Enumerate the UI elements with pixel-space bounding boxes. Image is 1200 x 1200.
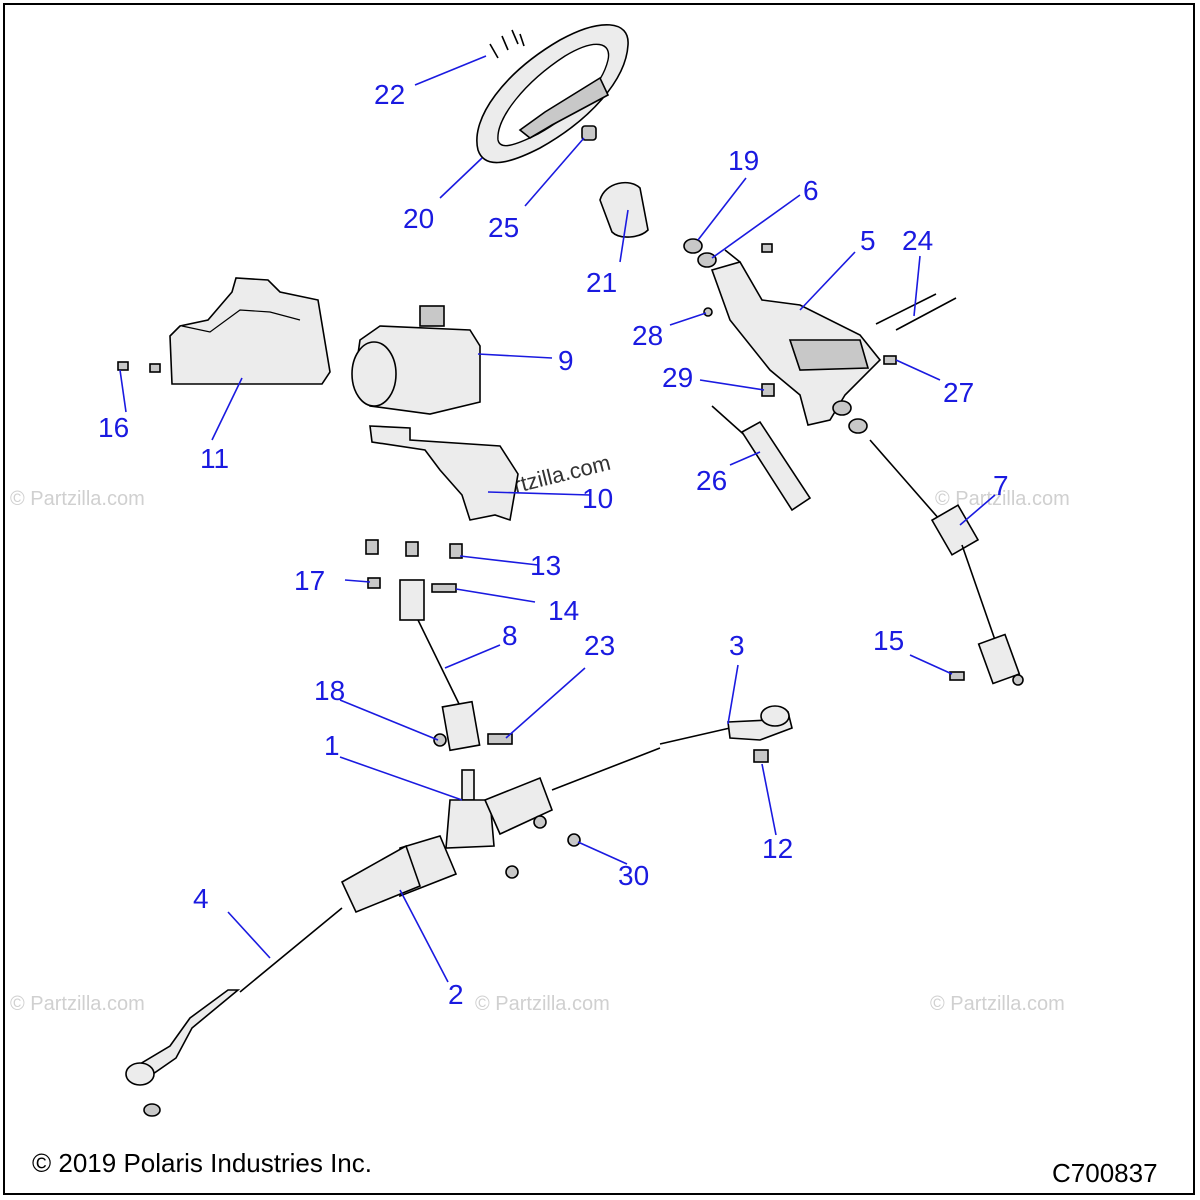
callout-12: 12 — [762, 833, 793, 864]
callout-23: 23 — [584, 630, 615, 661]
steering-rack[interactable] — [340, 747, 661, 914]
wheel-bolts[interactable] — [489, 29, 525, 59]
callout-8: 8 — [502, 620, 518, 651]
bolt-upper[interactable] — [761, 243, 773, 253]
bolt-14[interactable] — [431, 583, 457, 593]
callout-1: 1 — [324, 730, 340, 761]
callout-5: 5 — [860, 225, 876, 256]
steering-damper[interactable] — [711, 405, 812, 512]
callout-7: 7 — [993, 470, 1009, 501]
power-steering-unit[interactable] — [351, 305, 481, 415]
watermark-left-bottom: © Partzilla.com — [10, 993, 145, 1015]
callout-28: 28 — [632, 320, 663, 351]
callout-16: 16 — [98, 412, 129, 443]
callout-21: 21 — [586, 267, 617, 298]
steering-wheel[interactable] — [476, 23, 629, 164]
callout-29: 29 — [662, 362, 693, 393]
intermediate-shaft-8[interactable] — [399, 579, 481, 752]
diagram-code: C700837 — [1052, 1158, 1158, 1188]
bolt-24b[interactable] — [895, 297, 957, 331]
watermark-center-bottom: © Partzilla.com — [475, 993, 610, 1015]
nuts-30[interactable] — [505, 815, 581, 879]
callout-9: 9 — [558, 345, 574, 376]
bearing-19[interactable] — [683, 238, 703, 254]
watermark-right-bottom: © Partzilla.com — [930, 993, 1065, 1015]
callout-2: 2 — [448, 979, 464, 1010]
watermark-right-top: © Partzilla.com — [935, 488, 1070, 510]
cover-housing[interactable] — [169, 277, 331, 385]
fastener-16b[interactable] — [149, 363, 161, 373]
copyright-text: © 2019 Polaris Industries Inc. — [32, 1148, 372, 1178]
watermarks: © Partzilla.com © Partzilla.com © Partzi… — [10, 450, 1070, 1015]
tie-rod-right[interactable] — [659, 705, 793, 745]
diagram-frame — [3, 3, 1195, 1195]
callout-10: 10 — [582, 483, 613, 514]
callout-4: 4 — [193, 883, 209, 914]
nut-18[interactable] — [433, 733, 447, 747]
bolt-27[interactable] — [883, 355, 897, 365]
steering-column-bracket[interactable] — [710, 249, 882, 426]
mounting-bracket[interactable] — [369, 425, 519, 522]
callout-22: 22 — [374, 79, 405, 110]
callout-19: 19 — [728, 145, 759, 176]
steering-shaft-7[interactable] — [832, 400, 1024, 686]
nut-12[interactable] — [753, 749, 769, 763]
callout-20: 20 — [403, 203, 434, 234]
watermark-left-top: © Partzilla.com — [10, 488, 145, 510]
callout-3: 3 — [729, 630, 745, 661]
wheel-nut[interactable] — [581, 125, 597, 141]
bearing-6[interactable] — [697, 252, 717, 268]
callout-24: 24 — [902, 225, 933, 256]
washer-28[interactable] — [703, 307, 713, 317]
callout-18: 18 — [314, 675, 345, 706]
callout-17: 17 — [294, 565, 325, 596]
callout-labels: 1 2 3 4 5 6 7 8 9 10 11 12 13 14 15 16 1… — [98, 79, 1009, 1010]
callout-27: 27 — [943, 377, 974, 408]
callout-30: 30 — [618, 860, 649, 891]
leader-lines — [119, 55, 996, 983]
callout-14: 14 — [548, 595, 579, 626]
callout-11: 11 — [200, 443, 229, 474]
callout-25: 25 — [488, 212, 519, 243]
bolts-13[interactable] — [365, 539, 463, 559]
nut-17[interactable] — [367, 577, 381, 589]
bolt-24a[interactable] — [875, 293, 937, 325]
tie-rod-left[interactable] — [125, 907, 343, 1117]
callout-15: 15 — [873, 625, 904, 656]
fastener-16a[interactable] — [117, 361, 129, 371]
steering-cover-21[interactable] — [599, 181, 649, 238]
callout-6: 6 — [803, 175, 819, 206]
callout-13: 13 — [530, 550, 561, 581]
callout-26: 26 — [696, 465, 727, 496]
bolt-23[interactable] — [487, 733, 513, 745]
